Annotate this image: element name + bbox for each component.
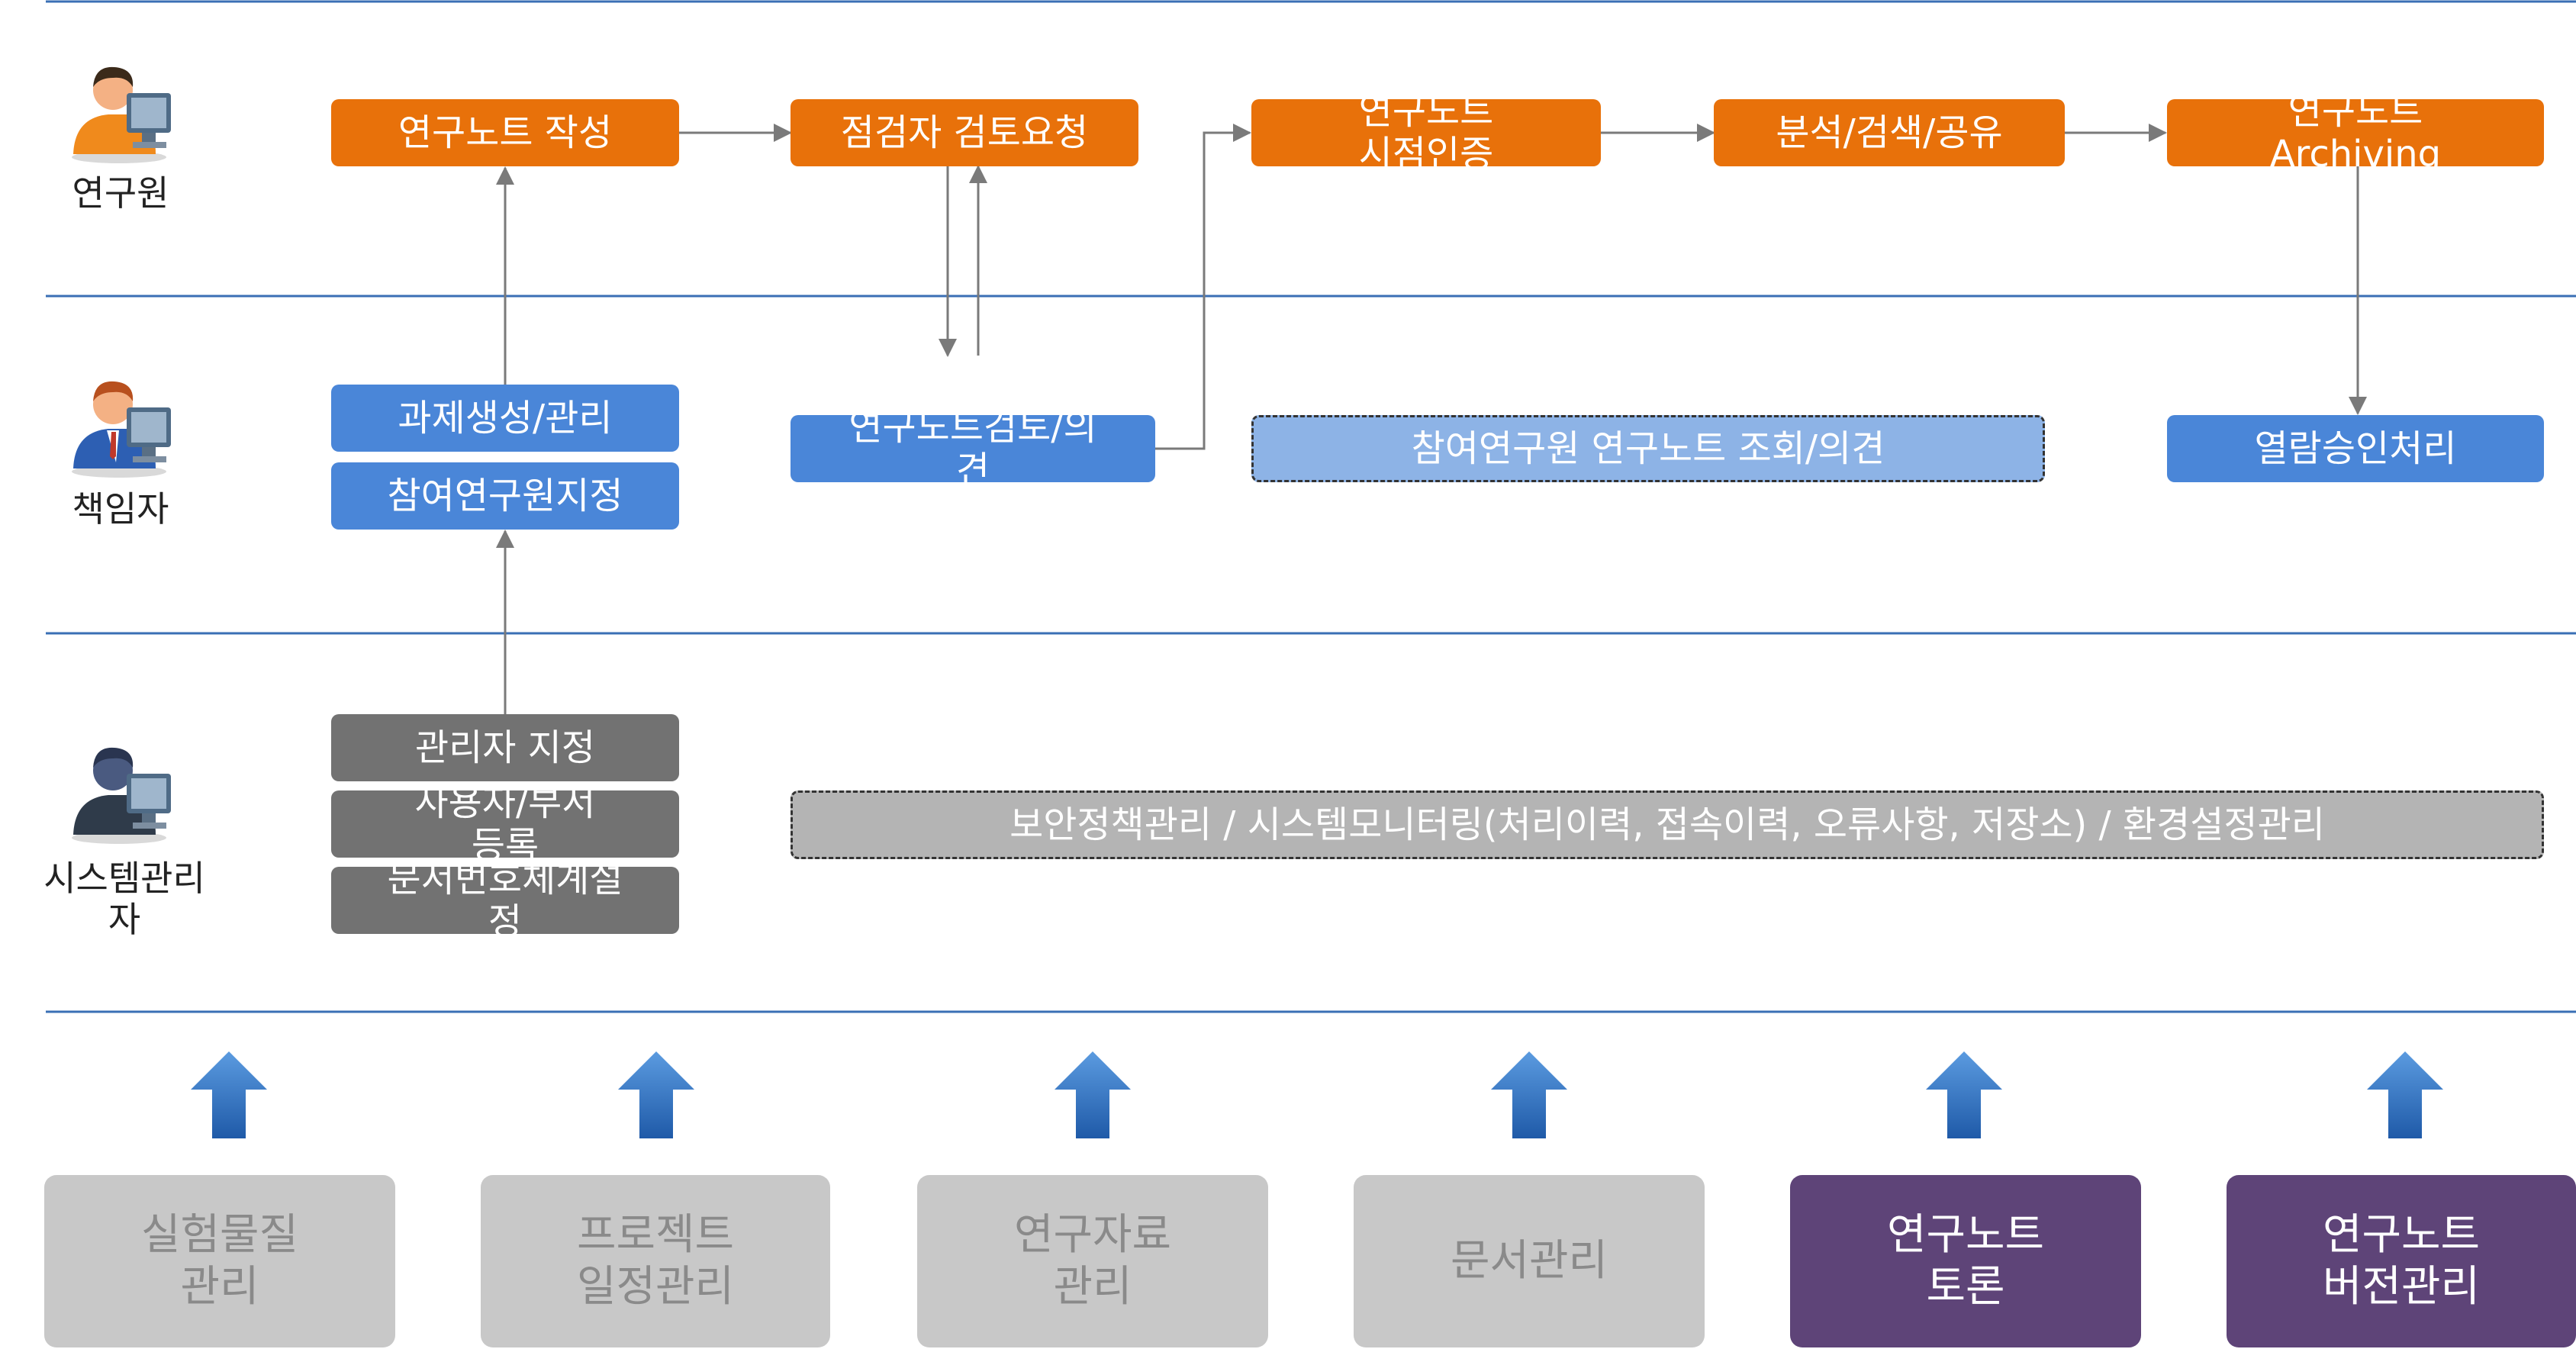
up-arrow-icon (1926, 1051, 2002, 1138)
view-opinion-box: 참여연구원 연구노트 조회/의견 (1251, 415, 2045, 482)
archiving-box: 연구노트 Archiving (2167, 99, 2544, 166)
task-create-box: 과제생성/관리 (331, 385, 679, 452)
feature-box-project-schedule: 프로젝트 일정관리 (481, 1175, 830, 1347)
user-computer-icon (72, 747, 171, 844)
admin-assign-box: 관리자 지정 (331, 714, 679, 781)
up-arrow-icon (1491, 1051, 1567, 1138)
feature-box-materials: 실험물질 관리 (44, 1175, 395, 1347)
feature-box-note-discussion: 연구노트 토론 (1790, 1175, 2141, 1347)
up-arrow-icon (2367, 1051, 2443, 1138)
feature-box-documents: 문서관리 (1354, 1175, 1705, 1347)
review-request-box: 점검자 검토요청 (791, 99, 1138, 166)
role-manager-label: 책임자 (72, 488, 169, 530)
assign-researcher-box: 참여연구원지정 (331, 462, 679, 530)
role-admin-label: 시스템관리 자 (43, 858, 205, 940)
analyze-box: 분석/검색/공유 (1714, 99, 2065, 166)
doc-number-box: 문서번호체계설 정 (331, 867, 679, 934)
feature-box-note-version: 연구노트 버전관리 (2227, 1175, 2576, 1347)
policy-box: 보안정책관리 / 시스템모니터링(처리이력, 접속이력, 오류사항, 저장소) … (791, 790, 2544, 859)
flow-arrow (1155, 124, 1251, 450)
write-note-box: 연구노트 작성 (331, 99, 679, 166)
review-opinion-box: 연구노트검토/의 견 (791, 415, 1155, 482)
user-computer-icon (72, 381, 171, 478)
up-arrow-icon (1055, 1051, 1131, 1138)
role-researcher-label: 연구원 (72, 172, 169, 214)
feature-box-research-data: 연구자료 관리 (917, 1175, 1268, 1347)
up-arrow-icon (618, 1051, 694, 1138)
timestamp-cert-box: 연구노트 시점인증 (1251, 99, 1601, 166)
user-computer-icon (72, 66, 171, 163)
user-register-box: 사용자/부서 등록 (331, 790, 679, 858)
approve-box: 열람승인처리 (2167, 415, 2544, 482)
up-arrow-icon (191, 1051, 267, 1138)
